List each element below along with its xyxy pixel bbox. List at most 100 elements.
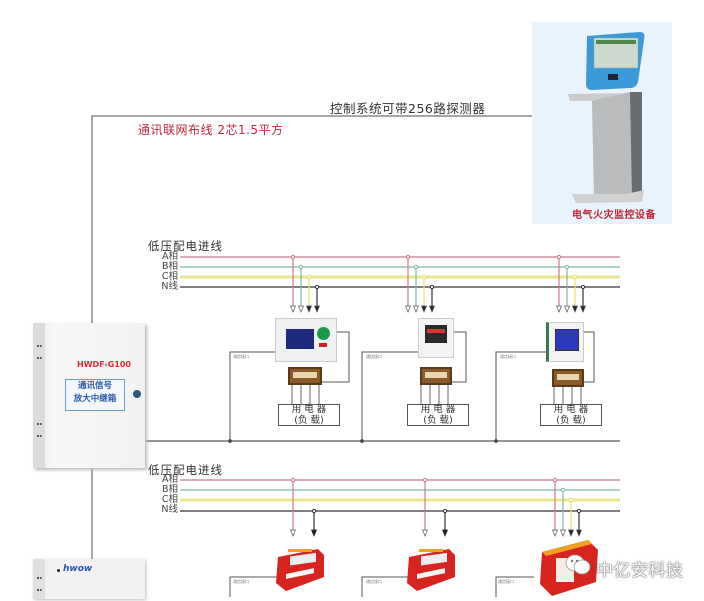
terminal-icon [551, 529, 559, 537]
ct-wire [580, 331, 595, 383]
terminal-icon [559, 529, 567, 537]
load-sublabel: (负 载) [556, 414, 586, 426]
signal-note: 通信接口 [498, 579, 514, 584]
tap-node [311, 508, 317, 514]
repeater-model: HWDF-G100 [77, 360, 131, 369]
terminal-icon [428, 305, 436, 313]
detector-panel-meter-red [418, 318, 454, 358]
current-transformer [288, 367, 322, 385]
terminal-icon [421, 529, 429, 537]
detector-red-ct [403, 547, 459, 597]
signal-wire [361, 576, 412, 597]
tap-node [290, 254, 296, 260]
controller-side [33, 559, 45, 599]
terminal-icon [297, 305, 305, 313]
signal-wire [229, 576, 280, 597]
tap-node [298, 264, 304, 270]
signal-wire [229, 351, 275, 441]
load-box: 用 电 器 (负 载) [278, 404, 340, 426]
terminal-icon [441, 529, 449, 537]
repeater-side [33, 323, 45, 468]
tap-node [442, 508, 448, 514]
vent-icon [37, 577, 42, 591]
ct-wire [322, 331, 350, 383]
lcd-screen [286, 329, 314, 349]
terminal-icon [313, 305, 321, 313]
controller-brand: hwow [63, 564, 93, 574]
repeater-box: HWDF-G100 通讯信号 放大中继箱 [33, 323, 145, 468]
terminal-icon [289, 529, 297, 537]
alarm-led [319, 343, 327, 347]
line-label-b: B相 [161, 484, 178, 495]
ct-wire [452, 331, 467, 383]
load-label: 用 电 器 [291, 404, 327, 415]
signal-wire [495, 351, 546, 441]
terminal-icon [567, 529, 575, 537]
tap-node [314, 284, 320, 290]
led-icon [57, 569, 60, 572]
tap-node [564, 264, 570, 270]
detector-din-rail-monitor [275, 318, 337, 362]
current-transformer [552, 369, 584, 387]
terminal-icon [555, 305, 563, 313]
tap-node [413, 264, 419, 270]
signal-wire [495, 576, 534, 597]
detector-panel-meter-blue [546, 322, 584, 362]
tap-node [290, 477, 296, 483]
lock-icon [133, 390, 141, 398]
load-box: 用 电 器 (负 载) [407, 404, 469, 426]
tap-node [560, 487, 566, 493]
line-label-a: A相 [162, 474, 178, 485]
terminal-icon [571, 305, 579, 313]
signal-wire [361, 351, 418, 441]
tap-node [580, 284, 586, 290]
monitor-caption: 电气火灾监控设备 [572, 210, 656, 221]
terminal-icon [575, 529, 583, 537]
terminal-icon [305, 305, 313, 313]
load-box: 用 电 器 (负 载) [540, 404, 602, 426]
repeater-label-line1: 通讯信号 [77, 381, 112, 391]
signal-note: 通信接口 [500, 354, 516, 359]
line-label-a: A相 [162, 251, 178, 262]
line-label-n: N线 [161, 281, 178, 292]
current-transformer [420, 367, 452, 385]
section-1-line-labels: A相 B相 C相 N线 [148, 252, 178, 292]
section-2-line-labels: A相 B相 C相 N线 [148, 475, 178, 515]
tap-node [556, 254, 562, 260]
line-label-b: B相 [161, 261, 178, 272]
terminal-icon [563, 305, 571, 313]
line-label-n: N线 [161, 504, 178, 515]
controller-box: hwow [33, 559, 145, 599]
comm-bus-top [91, 115, 572, 327]
line-label-c: C相 [161, 271, 178, 282]
tap-node [568, 497, 574, 503]
repeater-label-line2: 放大中继箱 [73, 394, 117, 404]
monitor-panel: 电气火灾监控设备 [532, 22, 672, 224]
repeater-label-plate: 通讯信号 放大中继箱 [65, 379, 125, 411]
terminal-icon [289, 305, 297, 313]
wiring-note-label: 通讯联网布线 2芯1.5平方 [138, 123, 284, 137]
section-1-title: 低压配电进线 [148, 239, 223, 253]
tap-node [405, 254, 411, 260]
terminal-icon [420, 305, 428, 313]
signal-note: 通信接口 [233, 354, 249, 359]
tap-node [306, 274, 312, 280]
tap-node [421, 274, 427, 280]
system-capacity-label: 控制系统可带256路探测器 [330, 101, 486, 116]
lcd-screen [555, 329, 579, 351]
section-2-title: 低压配电进线 [148, 463, 223, 477]
wechat-icon [565, 553, 591, 575]
tap-node [422, 477, 428, 483]
power-lines-section-1 [180, 256, 620, 288]
terminal-icon [310, 529, 318, 537]
signal-note: 通信接口 [366, 579, 382, 584]
tap-node [572, 274, 578, 280]
detector-red-ct [272, 547, 328, 597]
lcd-screen [425, 325, 447, 343]
load-label: 用 电 器 [553, 404, 589, 415]
vent-icon [37, 345, 42, 359]
status-dial-icon [317, 327, 330, 340]
signal-note: 通信接口 [366, 354, 382, 359]
terminal-icon [404, 305, 412, 313]
